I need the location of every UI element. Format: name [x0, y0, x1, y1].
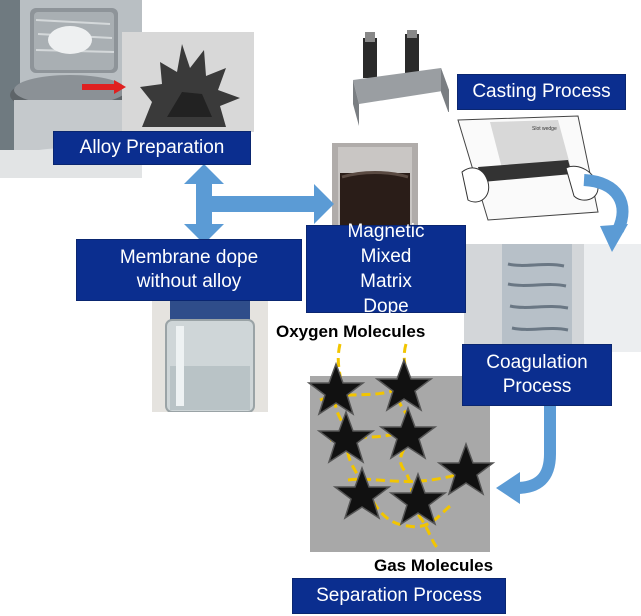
alloy-particle-micrograph: [122, 32, 254, 132]
alloy-preparation-label: Alloy Preparation: [53, 131, 251, 165]
oxygen-path-diagram: [308, 343, 494, 552]
membrane-dope-label: Membrane dope without alloy: [76, 239, 302, 301]
coagulation-bath-photo: [464, 244, 641, 352]
curved-arrow-coagulation-icon: [496, 406, 556, 504]
coagulation-process-label: Coagulation Process: [462, 344, 612, 406]
gas-molecules-label: Gas Molecules: [374, 556, 494, 575]
magnetic-dope-beaker-photo: [332, 143, 418, 225]
svg-text:Slot wedge: Slot wedge: [532, 126, 557, 132]
oxygen-molecules-label: Oxygen Molecules: [276, 322, 426, 341]
casting-process-label: Casting Process: [457, 74, 626, 110]
membrane-dope-bottle-photo: [152, 296, 268, 412]
pointer-arrow-icon: [82, 80, 126, 94]
magnetic-dope-label: Magnetic Mixed Matrix Dope: [306, 221, 466, 317]
separation-process-label: Separation Process: [292, 578, 506, 614]
casting-drawing: Slot wedge: [448, 112, 606, 222]
curved-arrow-casting-icon: [583, 174, 629, 252]
casting-knife-photo: [345, 30, 455, 130]
double-arrow-icon: [184, 164, 334, 244]
